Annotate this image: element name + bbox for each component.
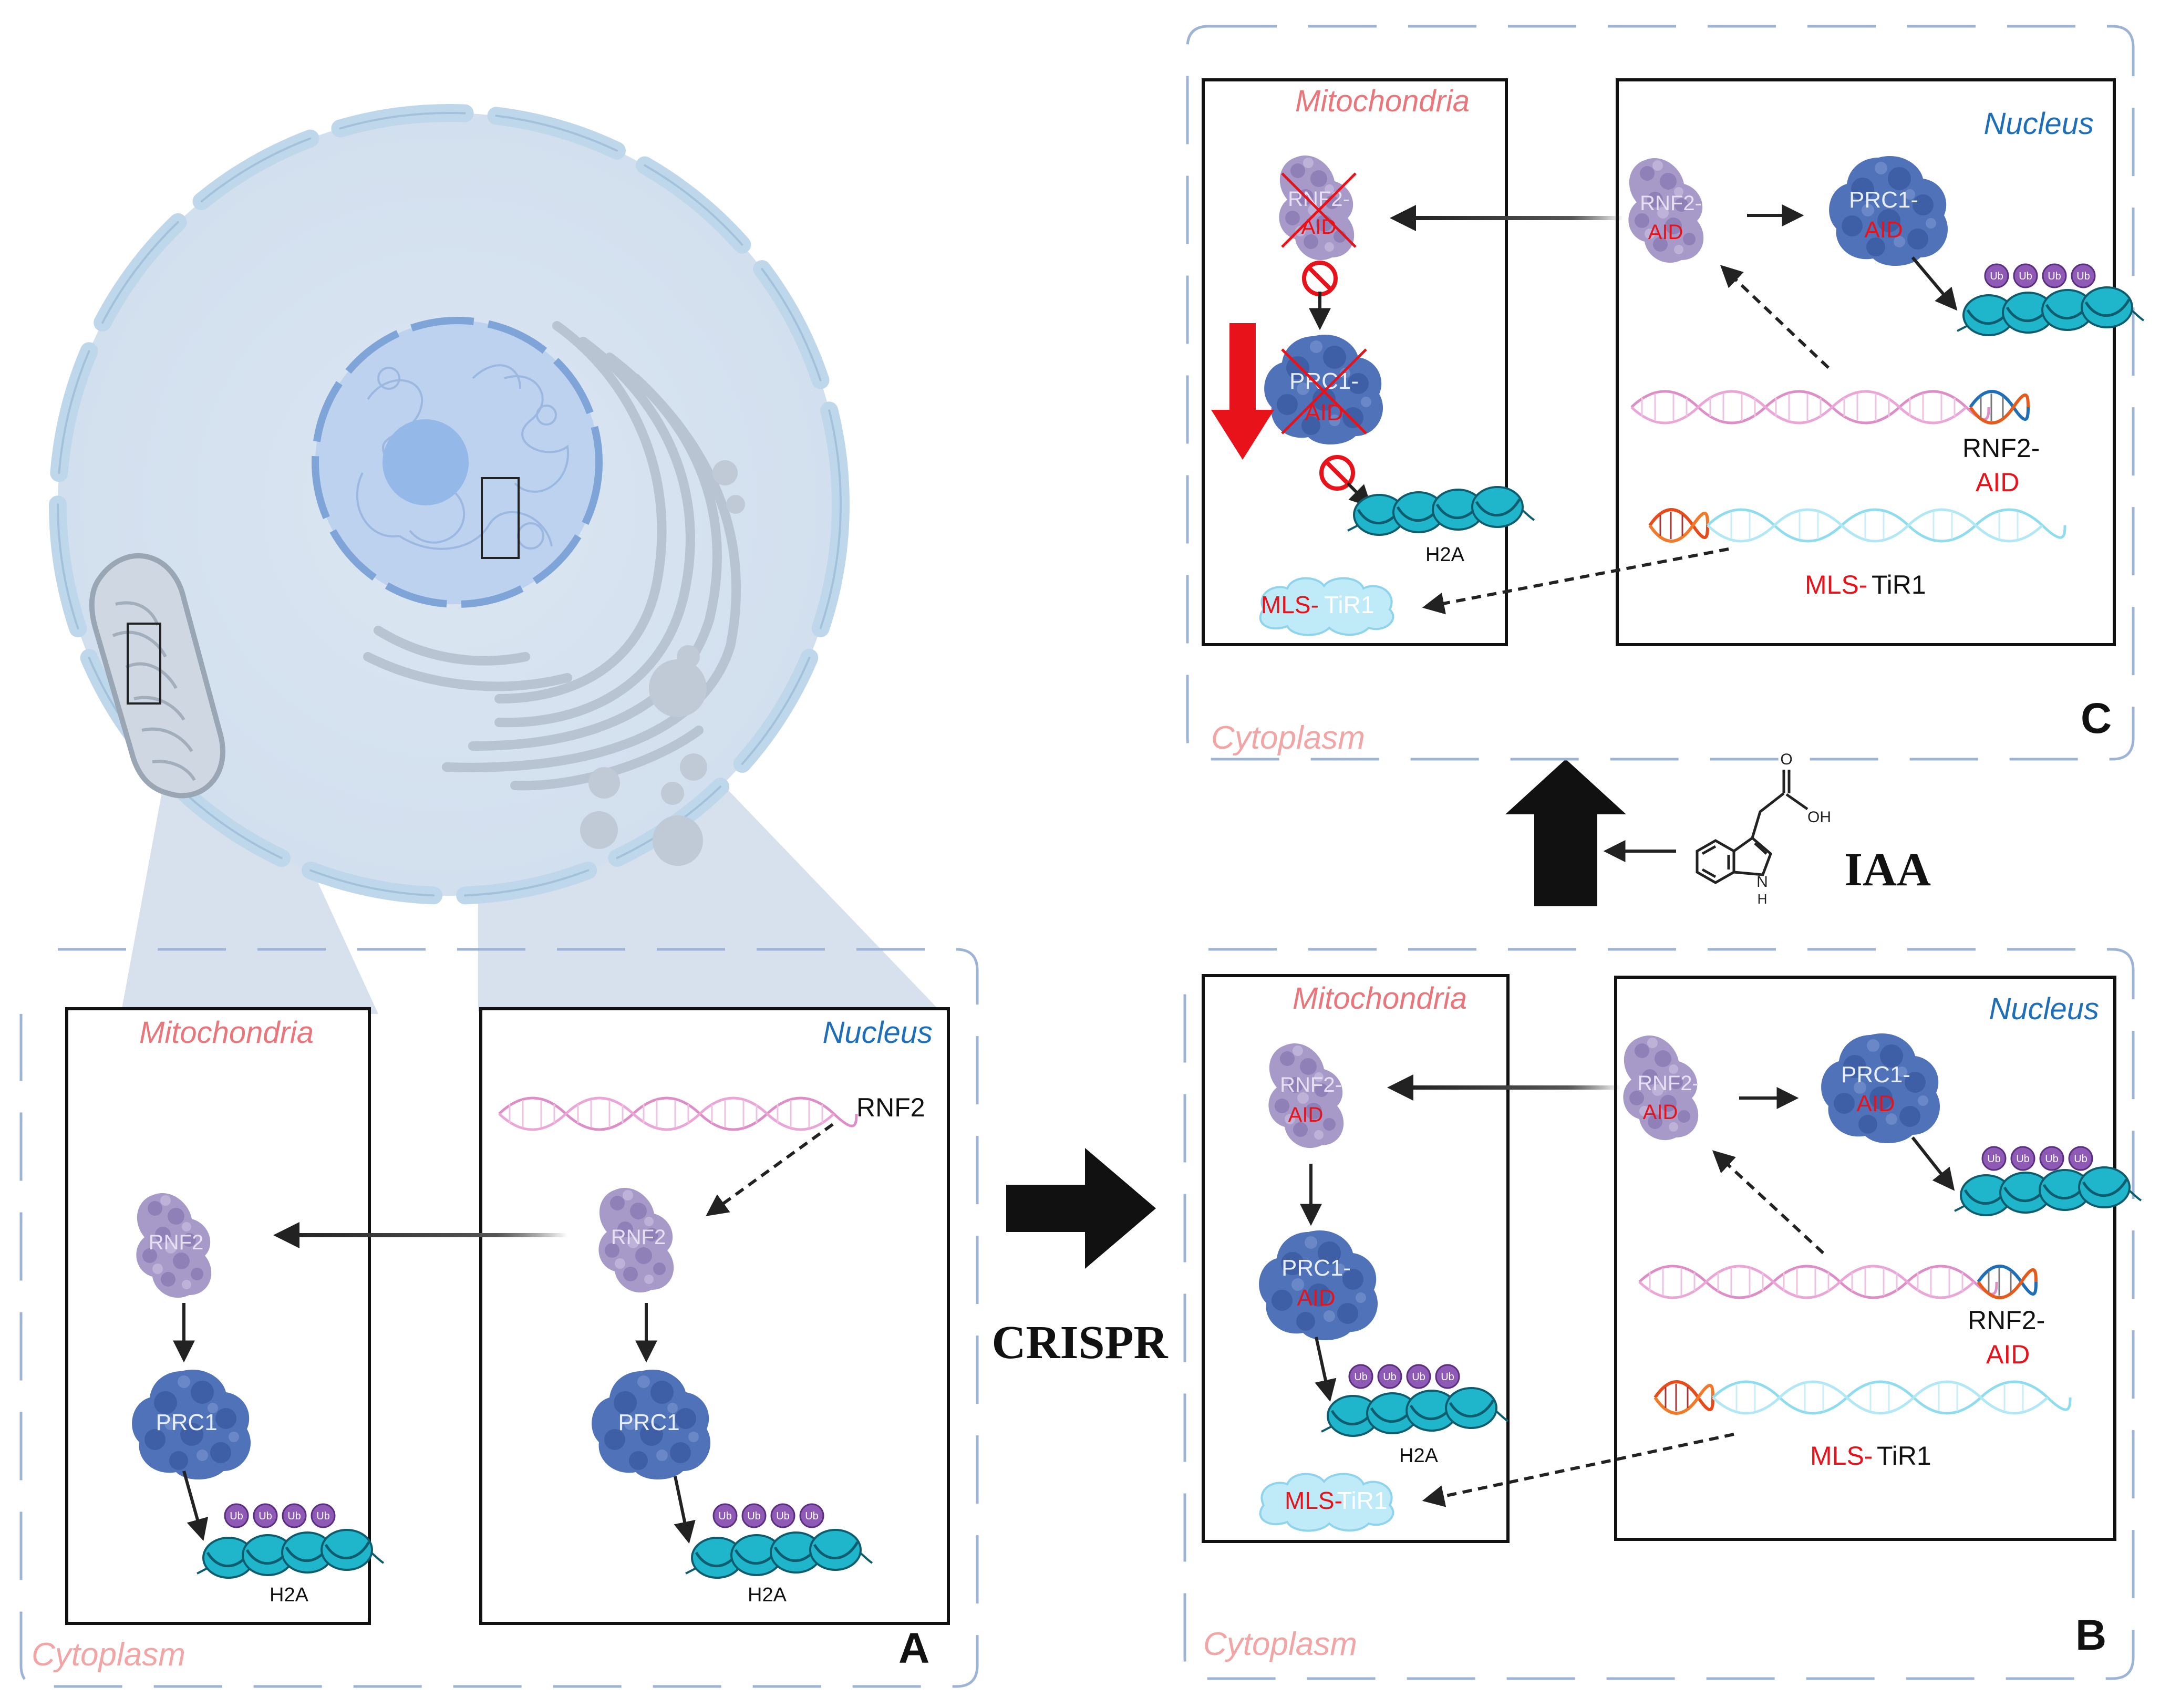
red-down-arrow-icon [1211,323,1274,460]
mls-gene-label-c: MLS- [1805,570,1867,599]
ub-label: Ub [776,1510,790,1522]
rnf2-gene-label-a: RNF2 [856,1093,925,1122]
tir1-gene-label-b: TiR1 [1877,1441,1931,1471]
nucleus-zoom-box [481,477,520,559]
prc1-label-a-mito: PRC1 [156,1410,217,1435]
panel-c-dashed-border [1186,25,2135,761]
aid-label-b-mito-rnf2: AID [1288,1103,1324,1126]
tir1-label-b-mito: TiR1 [1337,1487,1387,1514]
aid-label-b-nuc-prc1: AID [1856,1091,1895,1116]
golgi-icon [363,321,741,791]
tir1-label-c-mito: TiR1 [1324,591,1374,618]
ub-label: Ub [2074,1153,2087,1165]
ub-label: Ub [287,1510,301,1522]
cell-icon [49,104,941,1014]
rnf2-aid-label-c-mito: RNF2- [1288,188,1350,211]
iaa-o-label: O [1780,751,1792,768]
mitochondria-box-a [65,1007,371,1625]
cytoplasm-label-b: Cytoplasm [1203,1626,1357,1662]
panel-a-dashed-border [19,948,979,1688]
rnf2-aid-label-c-nuc: RNF2- [1640,192,1702,215]
aid-label-b-nuc-rnf2: AID [1643,1101,1678,1124]
iaa-up-arrow [1505,759,1626,906]
mitochondria-label-a: Mitochondria [139,1016,314,1050]
ub-label: Ub [1412,1371,1425,1383]
iaa-label: IAA [1844,844,1931,896]
cytoplasm-label-a: Cytoplasm [32,1637,185,1673]
crispr-arrow: CRISPR [991,1148,1169,1369]
rnf2-gene-label-c: RNF2- [1962,433,2040,463]
mitochondria-label-c: Mitochondria [1295,84,1470,118]
aid-label-c-nuc-prc1: AID [1864,217,1903,243]
ub-label: Ub [1383,1371,1397,1383]
ub-label: Ub [1441,1371,1454,1383]
ub-label: Ub [316,1510,330,1522]
prc1-aid-label-c-nuc: PRC1- [1849,187,1918,213]
mls-gene-label-b: MLS- [1810,1441,1873,1471]
iaa-h-label: H [1758,891,1768,907]
ub-label: Ub [2076,271,2090,282]
ub-label: Ub [230,1510,243,1522]
rnf2-gene-label-b: RNF2- [1968,1306,2045,1335]
nucleus-label-a: Nucleus [822,1016,933,1050]
ub-label: Ub [805,1510,819,1522]
cross-out-rnf2 [1281,172,1357,248]
panel-b: Cytoplasm B Mitochondria RNF2- AID PRC1-… [1183,948,2141,1680]
panel-a: Cytoplasm A Mitochondria RNF2 PRC1 Ub Ub… [19,948,979,1688]
cytoplasm-label-c: Cytoplasm [1211,720,1365,756]
cell-nucleus [312,317,603,608]
aid-label-c-mito-rnf2: AID [1301,215,1337,239]
ub-label: Ub [1354,1371,1368,1383]
nucleus-label-c: Nucleus [1983,107,2094,141]
prc1-label-a-nuc: PRC1 [618,1410,679,1435]
rnf2-aid-label-b-mito: RNF2- [1280,1073,1342,1096]
h2a-label-a-nuc: H2A [748,1584,787,1606]
panel-label-a: A [898,1624,929,1672]
h2a-label-c: H2A [1425,544,1465,566]
h2a-label-a-mito: H2A [270,1584,309,1606]
nucleus-label-b: Nucleus [1989,992,2099,1026]
iaa-section: O OH N H IAA [1505,751,1931,907]
mitochondria-label-b: Mitochondria [1293,981,1467,1016]
crispr-label: CRISPR [991,1317,1168,1369]
ub-label: Ub [747,1510,761,1522]
panel-label-b: B [2075,1611,2106,1659]
panel-label-c: C [2081,695,2112,742]
rnf2-label-a-nuc: RNF2 [611,1226,666,1249]
rnf2-aid-label-b-nuc: RNF2- [1637,1072,1699,1095]
rnf2-label-a-mito: RNF2 [149,1231,203,1254]
aid-label-c-nuc-rnf2: AID [1648,221,1683,244]
tir1-gene-label-c: TiR1 [1872,570,1926,599]
ub-label: Ub [1990,271,2003,282]
aid-gene-label-c: AID [1976,468,2019,497]
aid-gene-label-b: AID [1986,1340,2030,1369]
ub-label: Ub [259,1510,272,1522]
cross-out-prc1 [1281,348,1367,434]
iaa-molecule-icon [1696,770,1808,884]
panel-c: Cytoplasm C Mitochondria RNF2- AID PRC1-… [1186,25,2144,761]
mls-label-c-mito: MLS- [1261,591,1319,618]
prc1-aid-label-b-nuc: PRC1- [1841,1062,1910,1088]
ub-label: Ub [2045,1153,2059,1165]
h2a-label-b: H2A [1399,1445,1439,1467]
prc1-aid-label-b-mito: PRC1- [1281,1255,1351,1281]
ub-label: Ub [2048,271,2061,282]
mitochondrion-icon [89,553,225,799]
iaa-oh-label: OH [1807,809,1831,826]
ub-label: Ub [2016,1153,2030,1165]
iaa-n-label: N [1756,873,1768,891]
mitochondria-zoom-box [127,623,161,705]
aid-label-b-mito-prc1: AID [1297,1285,1335,1311]
mls-label-b-mito: MLS- [1285,1487,1342,1514]
ub-label: Ub [718,1510,732,1522]
ub-label: Ub [2019,271,2032,282]
ub-label: Ub [1987,1153,2001,1165]
panel-b-dashed-border [1183,948,2135,1680]
